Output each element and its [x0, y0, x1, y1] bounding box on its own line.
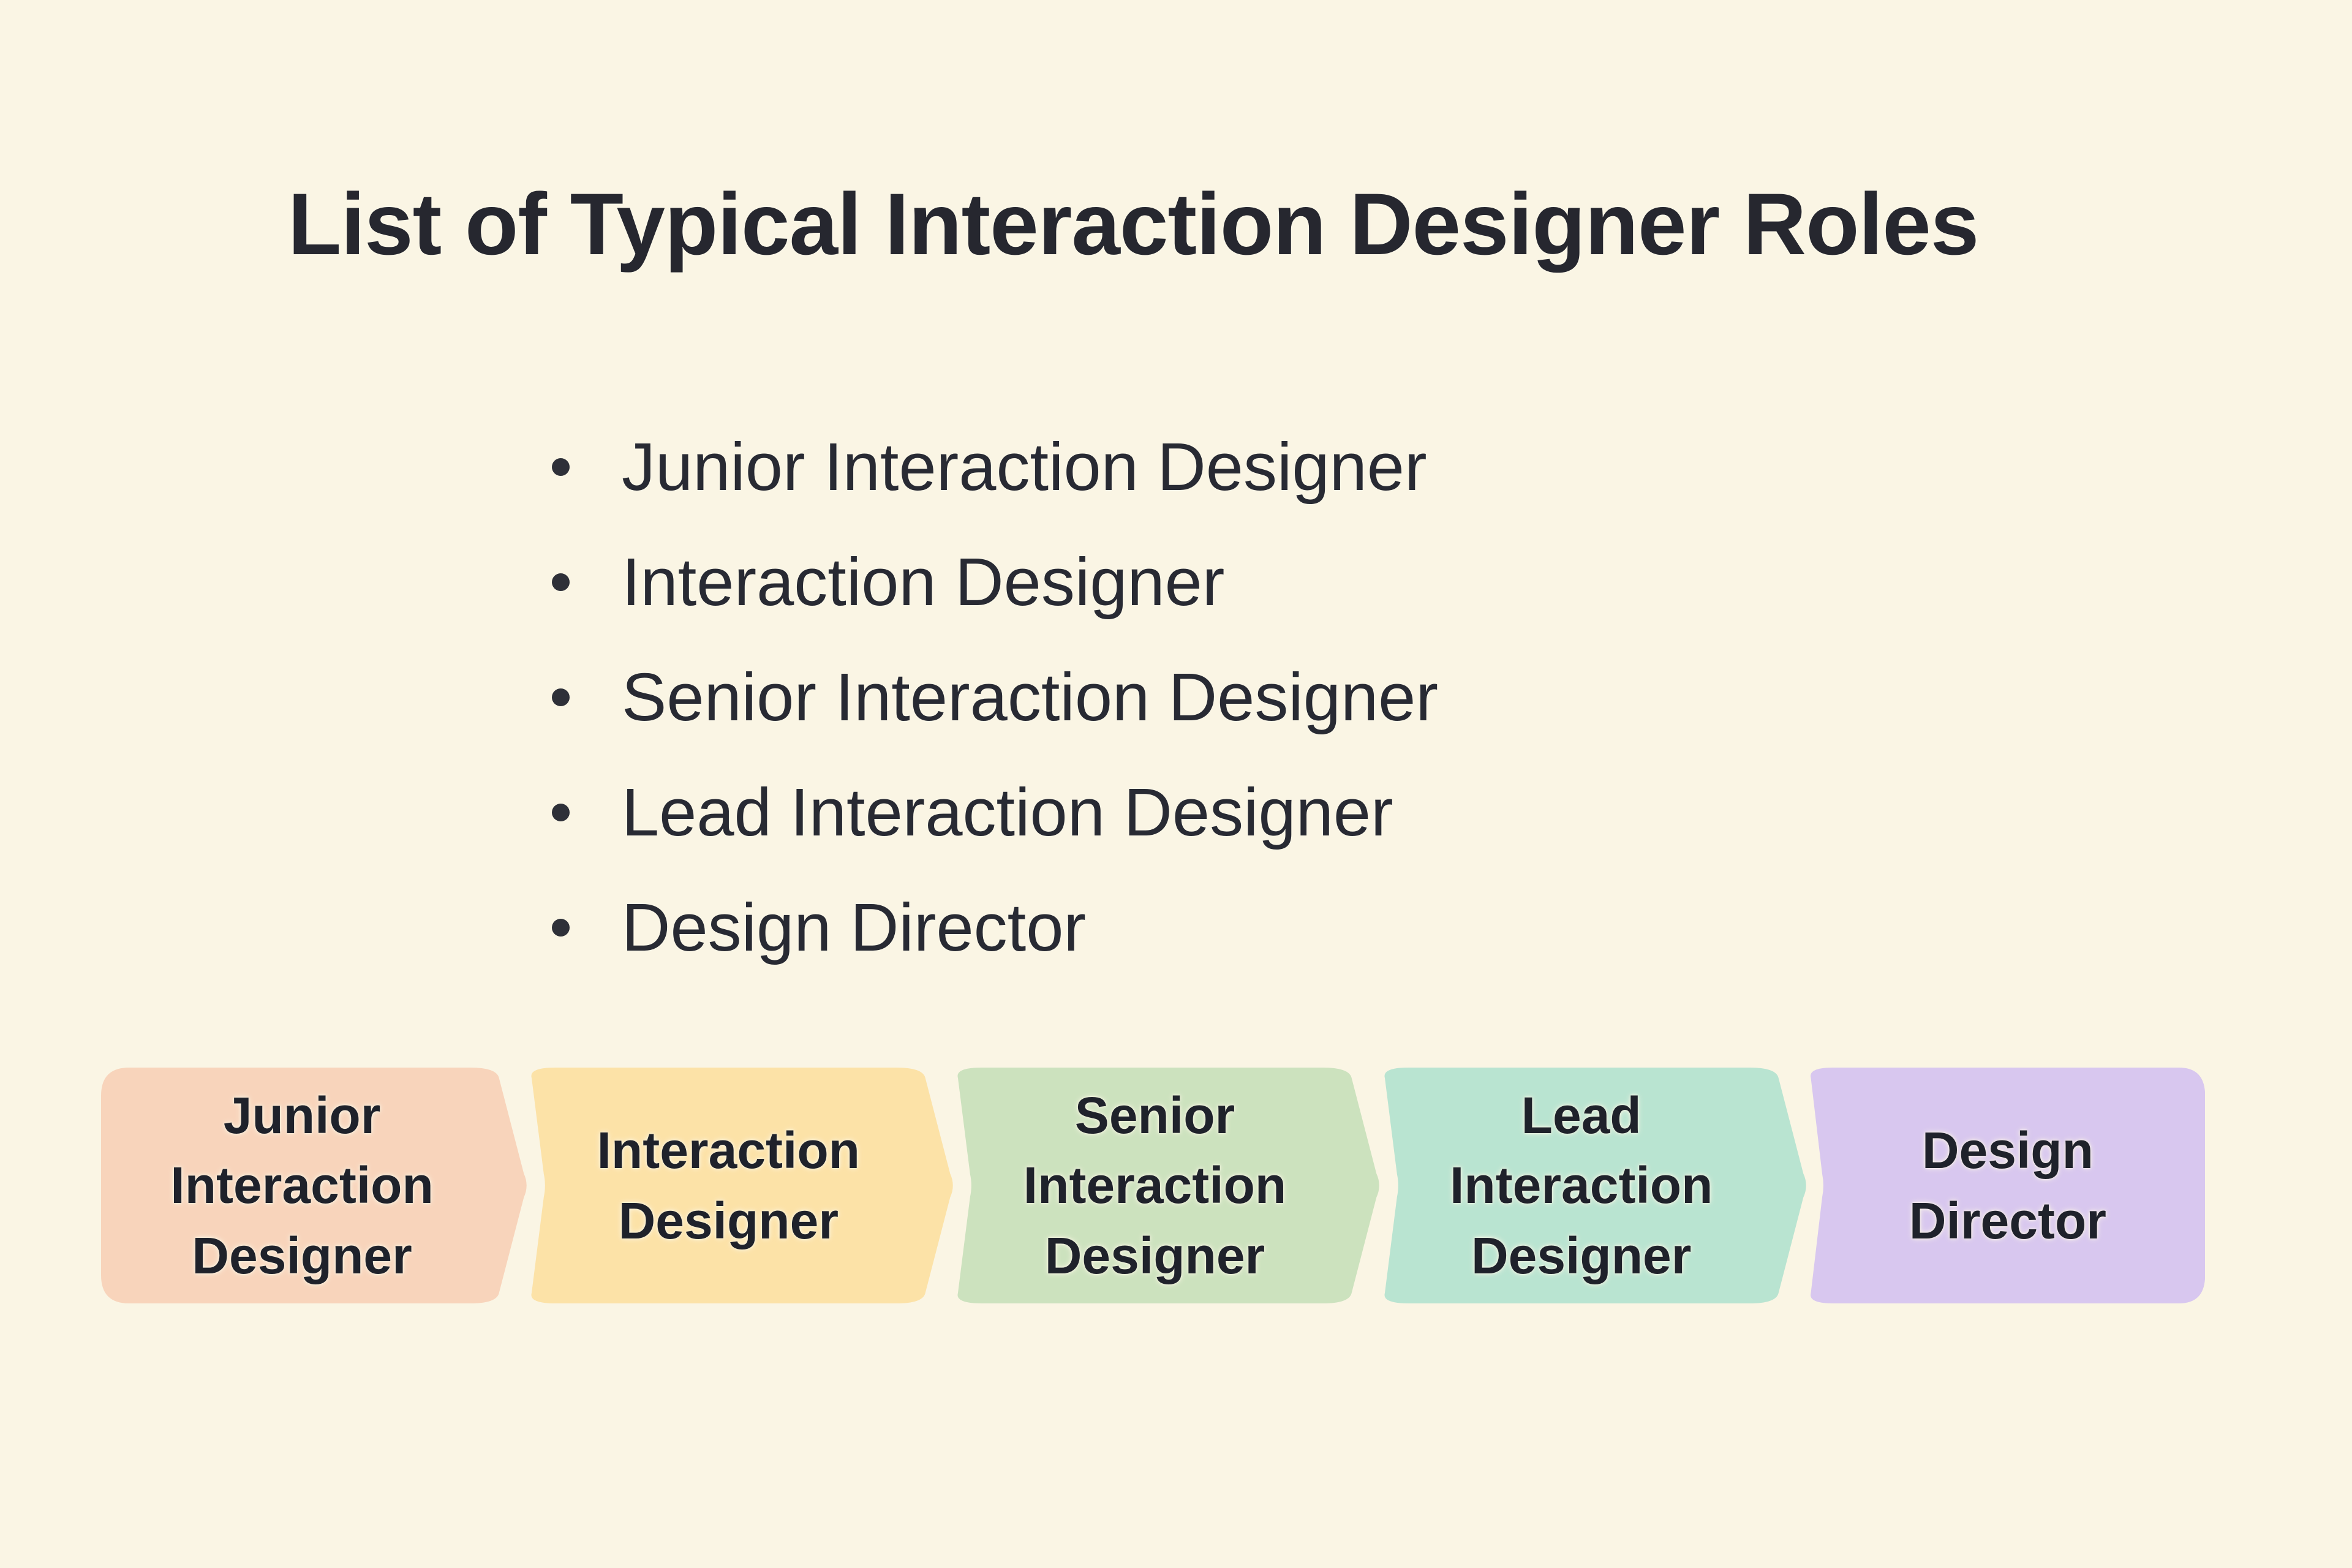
chevron-middle-shape [1384, 1068, 1806, 1303]
list-item: Lead Interaction Designer [552, 755, 1438, 870]
chevron-middle-shape [531, 1068, 953, 1303]
flow-step-design-director: Design Director [1807, 1068, 2206, 1303]
roles-bullet-list: Junior Interaction Designer Interaction … [552, 409, 1438, 985]
list-item: Junior Interaction Designer [552, 409, 1438, 524]
list-item-label: Senior Interaction Designer [622, 659, 1438, 735]
flow-step-senior-interaction-designer: Senior Interaction Designer [954, 1068, 1380, 1303]
list-item: Senior Interaction Designer [552, 639, 1438, 755]
bullet-dot-icon [552, 918, 570, 937]
chevron-middle-shape [957, 1068, 1380, 1303]
chevron-start-shape [101, 1068, 527, 1303]
bullet-dot-icon [552, 803, 570, 821]
flow-step-label: Interaction Designer [597, 1121, 860, 1250]
chevron-end-shape [1810, 1068, 2206, 1303]
bullet-dot-icon [552, 688, 570, 706]
flow-step-label: Senior Interaction Designer [1023, 1087, 1287, 1284]
flow-step-label: Junior Interaction Designer [170, 1087, 434, 1284]
flow-step-interaction-designer: Interaction Designer [527, 1068, 953, 1303]
page-title: List of Typical Interaction Designer Rol… [288, 176, 1979, 273]
flow-step-junior-interaction-designer: Junior Interaction Designer [101, 1068, 527, 1303]
list-item-label: Interaction Designer [622, 544, 1225, 620]
bullet-dot-icon [552, 458, 570, 476]
flow-step-label: Lead Interaction Designer [1450, 1087, 1713, 1284]
bullet-dot-icon [552, 573, 570, 591]
list-item: Design Director [552, 870, 1438, 985]
list-item-label: Design Director [622, 889, 1087, 965]
list-item: Interaction Designer [552, 524, 1438, 639]
flow-step-lead-interaction-designer: Lead Interaction Designer [1381, 1068, 1806, 1303]
list-item-label: Junior Interaction Designer [622, 429, 1427, 505]
list-item-label: Lead Interaction Designer [622, 774, 1393, 850]
career-flow-diagram: Junior Interaction Designer Interaction … [101, 1068, 2206, 1303]
flow-step-label: Design Director [1909, 1121, 2106, 1250]
